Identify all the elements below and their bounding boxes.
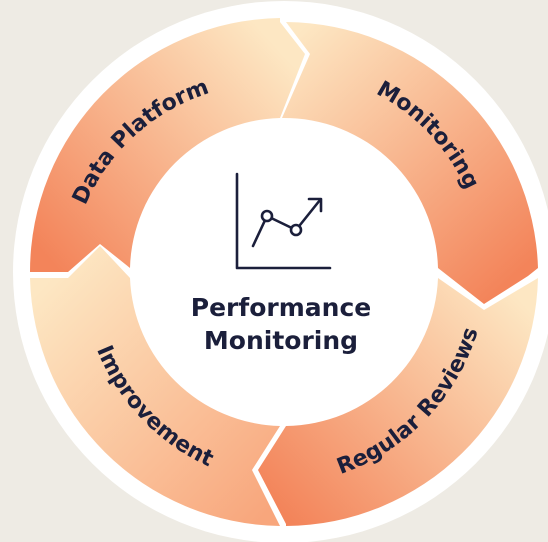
segment-improvement-arrow <box>30 246 280 526</box>
segment-regular-reviews-arrow <box>258 278 538 526</box>
line-chart-icon <box>235 172 332 270</box>
segment-monitoring-arrow <box>282 22 538 304</box>
center-circle <box>134 122 434 422</box>
center-title-line-2: Monitoring <box>204 326 358 355</box>
center-title-line-1: Performance <box>191 293 371 322</box>
segment-data-platform-arrow <box>29 18 305 272</box>
